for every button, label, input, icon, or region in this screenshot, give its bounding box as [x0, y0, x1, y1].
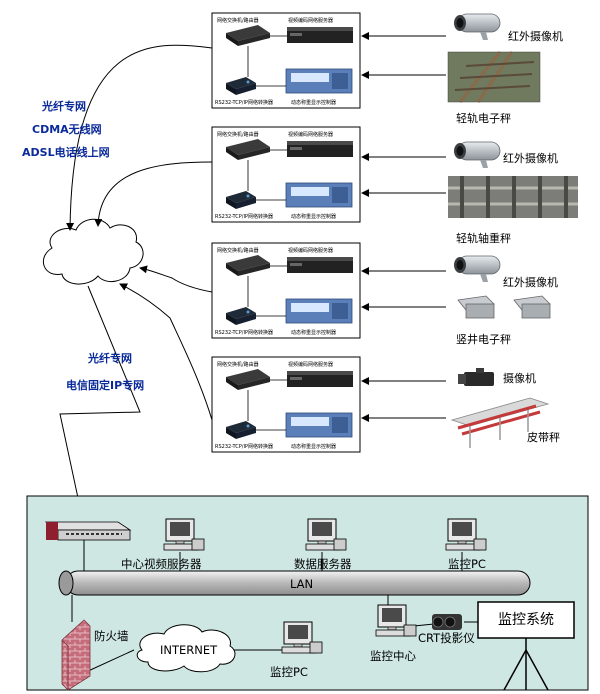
center-labels: 中心视频服务器 数据服务器 监控PC 防火墙 监控PC 监控中心 CRT投影仪	[94, 557, 486, 679]
device-label-3: 竖井电子秤	[456, 332, 511, 346]
video-server-label: 中心视频服务器	[121, 557, 202, 571]
server-label: 视频编码网络服务器	[288, 131, 333, 138]
field-arrows	[361, 32, 446, 422]
controller-label: 动态称重显示控制器	[291, 329, 336, 336]
controller-label: 动态称重显示控制器	[291, 99, 336, 106]
station-box-2	[211, 126, 361, 223]
light-rail-scale-photo	[447, 51, 541, 103]
projection-screen: 监控系统	[477, 601, 575, 691]
converter-label: RS232-TCP/IP网络转换器	[215, 99, 273, 106]
ir-camera-icon	[453, 141, 501, 169]
load-cell-photo	[457, 295, 551, 319]
station-box-4	[211, 356, 361, 453]
converter-label: RS232-TCP/IP网络转换器	[215, 213, 273, 220]
internet-cloud: INTERNET	[136, 624, 236, 673]
internet-pc-label: 监控PC	[270, 665, 308, 679]
station-box-labels-3: 网络交换机/路由器 视频编码网络服务器 RS232-TCP/IP网络转换器 动态…	[215, 247, 336, 336]
wan-cloud	[42, 218, 144, 285]
station-box-labels-1: 网络交换机/路由器 视频编码网络服务器 RS232-TCP/IP网络转换器 动态…	[215, 17, 336, 106]
firewall-label: 防火墙	[94, 629, 129, 643]
station-2: 网络交换机/路由器 视频编码网络服务器 RS232-TCP/IP网络转换器 动态…	[211, 126, 361, 223]
axle-scale-photo	[448, 176, 578, 218]
monitor-pc-label: 监控PC	[448, 557, 486, 571]
wan-link-adsl: ADSL电话线上网	[22, 145, 110, 159]
station-box-labels-2: 网络交换机/路由器 视频编码网络服务器 RS232-TCP/IP网络转换器 动态…	[215, 131, 336, 220]
server-label: 视频编码网络服务器	[288, 17, 333, 24]
crt-label: CRT投影仪	[418, 631, 475, 645]
station-4: 网络交换机/路由器 视频编码网络服务器 RS232-TCP/IP网络转换器 动态…	[211, 356, 361, 453]
camera-label-1: 红外摄像机	[508, 29, 563, 43]
camera-label-2: 红外摄像机	[503, 151, 558, 165]
camera-icon	[458, 368, 494, 386]
field-devices	[447, 13, 578, 448]
server-label: 视频编码网络服务器	[288, 361, 333, 368]
wan-links	[59, 44, 213, 527]
wan-labels-mid: 光纤专网 电信固定IP专网	[66, 351, 144, 392]
monitor-system-label: 监控系统	[498, 612, 554, 628]
controller-label: 动态称重显示控制器	[291, 213, 336, 220]
center-links	[71, 540, 480, 673]
wan-link-cdma: CDMA无线网	[32, 122, 102, 136]
camera-label-4: 摄像机	[503, 371, 536, 385]
device-label-2: 轻轨轴重秤	[456, 231, 511, 245]
converter-label: RS232-TCP/IP网络转换器	[215, 329, 273, 336]
internet-label: INTERNET	[160, 643, 218, 657]
camera-label-3: 红外摄像机	[503, 275, 558, 289]
lan-bus: LAN	[58, 570, 531, 596]
ir-camera-icon	[453, 13, 501, 41]
lan-label: LAN	[290, 577, 313, 591]
controller-label: 动态称重显示控制器	[291, 443, 336, 450]
device-label-4: 皮带秤	[527, 431, 560, 444]
switch-label: 网络交换机/路由器	[217, 247, 259, 254]
router-icon	[44, 521, 132, 541]
data-server-label: 数据服务器	[294, 557, 352, 571]
device-label-1: 轻轨电子秤	[456, 111, 511, 125]
belt-scale-photo	[450, 397, 550, 448]
wan-link-fiber: 光纤专网	[41, 99, 86, 113]
station-box-labels-4: 网络交换机/路由器 视频编码网络服务器 RS232-TCP/IP网络转换器 动态…	[215, 361, 336, 450]
wan-link-fiber-2: 光纤专网	[87, 351, 132, 365]
projector-icon	[432, 614, 462, 630]
field-labels: 红外摄像机 轻轨电子秤 红外摄像机 轻轨轴重秤 红外摄像机 竖井电子秤 摄像机 …	[456, 29, 563, 444]
station-1: 网络交换机/路由器 视频编码网络服务器 RS232-TCP/IP网络转换器 动态…	[211, 12, 361, 109]
switch-label: 网络交换机/路由器	[217, 17, 259, 24]
ir-camera-icon	[453, 255, 501, 283]
monitor-center-label: 监控中心	[370, 649, 416, 663]
switch-label: 网络交换机/路由器	[217, 361, 259, 368]
switch-label: 网络交换机/路由器	[217, 131, 259, 138]
wan-labels-top: 光纤专网 CDMA无线网 ADSL电话线上网	[22, 99, 110, 159]
station-box-3	[211, 242, 361, 339]
station-box-1	[211, 12, 361, 109]
server-label: 视频编码网络服务器	[288, 247, 333, 254]
converter-label: RS232-TCP/IP网络转换器	[215, 443, 273, 450]
wan-link-telecom-ip: 电信固定IP专网	[66, 378, 144, 392]
firewall-icon	[61, 619, 91, 691]
station-3: 网络交换机/路由器 视频编码网络服务器 RS232-TCP/IP网络转换器 动态…	[211, 242, 361, 339]
